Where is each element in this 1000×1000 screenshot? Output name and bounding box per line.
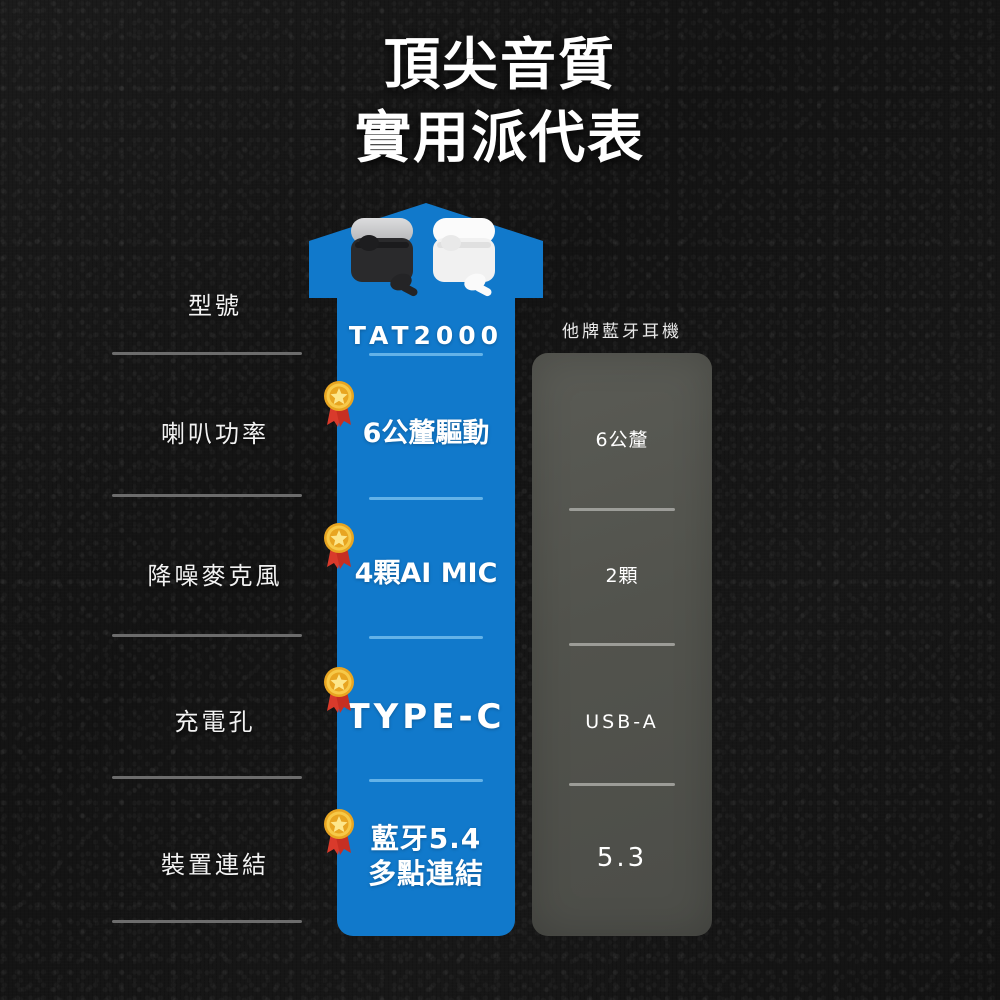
competitor-column: 6公釐 2顆 USB-A 5.3 xyxy=(532,353,712,936)
medal-icon xyxy=(319,807,359,857)
competitor-divider xyxy=(569,643,675,646)
spec-label-port: 充電孔 xyxy=(174,708,256,736)
medal-icon xyxy=(319,665,359,715)
product-spec-list: TAT2000 6公釐驅動 4顆AI MIC TYPE-C 藍牙5.4 多點連結 xyxy=(324,289,515,936)
product-spec-connect-line2: 多點連結 xyxy=(367,857,484,890)
label-divider xyxy=(112,352,302,355)
product-spec-mic: 4顆AI MIC xyxy=(354,558,498,589)
competitor-spec-mic: 2顆 xyxy=(605,565,639,587)
competitor-divider xyxy=(569,508,675,511)
spec-label-connect: 裝置連結 xyxy=(161,851,269,879)
competitor-header: 他牌藍牙耳機 xyxy=(562,322,682,342)
spec-label-mic: 降噪麥克風 xyxy=(147,562,283,590)
product-arrow-column: TAT2000 6公釐驅動 4顆AI MIC TYPE-C 藍牙5.4 多點連結 xyxy=(309,203,543,936)
page-title: 頂尖音質 實用派代表 xyxy=(0,33,1000,172)
medal-icon xyxy=(319,521,359,571)
earbuds-product-image xyxy=(345,212,520,307)
product-spec-port: TYPE-C xyxy=(346,697,506,737)
product-spec-connect-line1: 藍牙5.4 xyxy=(370,822,482,855)
title-line-2: 實用派代表 xyxy=(355,105,645,171)
competitor-spec-speaker: 6公釐 xyxy=(595,429,649,451)
label-divider xyxy=(112,494,302,497)
product-divider xyxy=(369,353,483,356)
product-divider xyxy=(369,779,483,782)
spec-label-model: 型號 xyxy=(188,292,242,320)
medal-icon xyxy=(319,379,359,429)
spec-label-speaker: 喇叭功率 xyxy=(161,420,269,448)
arrow-shaft xyxy=(337,289,515,936)
competitor-spec-port: USB-A xyxy=(585,711,659,733)
label-divider xyxy=(112,776,302,779)
label-divider xyxy=(112,634,302,637)
product-spec-speaker: 6公釐驅動 xyxy=(362,418,490,449)
label-divider xyxy=(112,920,302,923)
product-divider xyxy=(369,497,483,500)
competitor-spec-connect: 5.3 xyxy=(596,843,648,873)
competitor-divider xyxy=(569,783,675,786)
product-model-name: TAT2000 xyxy=(348,321,504,350)
product-spec-connect: 藍牙5.4 多點連結 xyxy=(337,821,515,891)
title-line-1: 頂尖音質 xyxy=(384,33,616,98)
product-divider xyxy=(369,636,483,639)
